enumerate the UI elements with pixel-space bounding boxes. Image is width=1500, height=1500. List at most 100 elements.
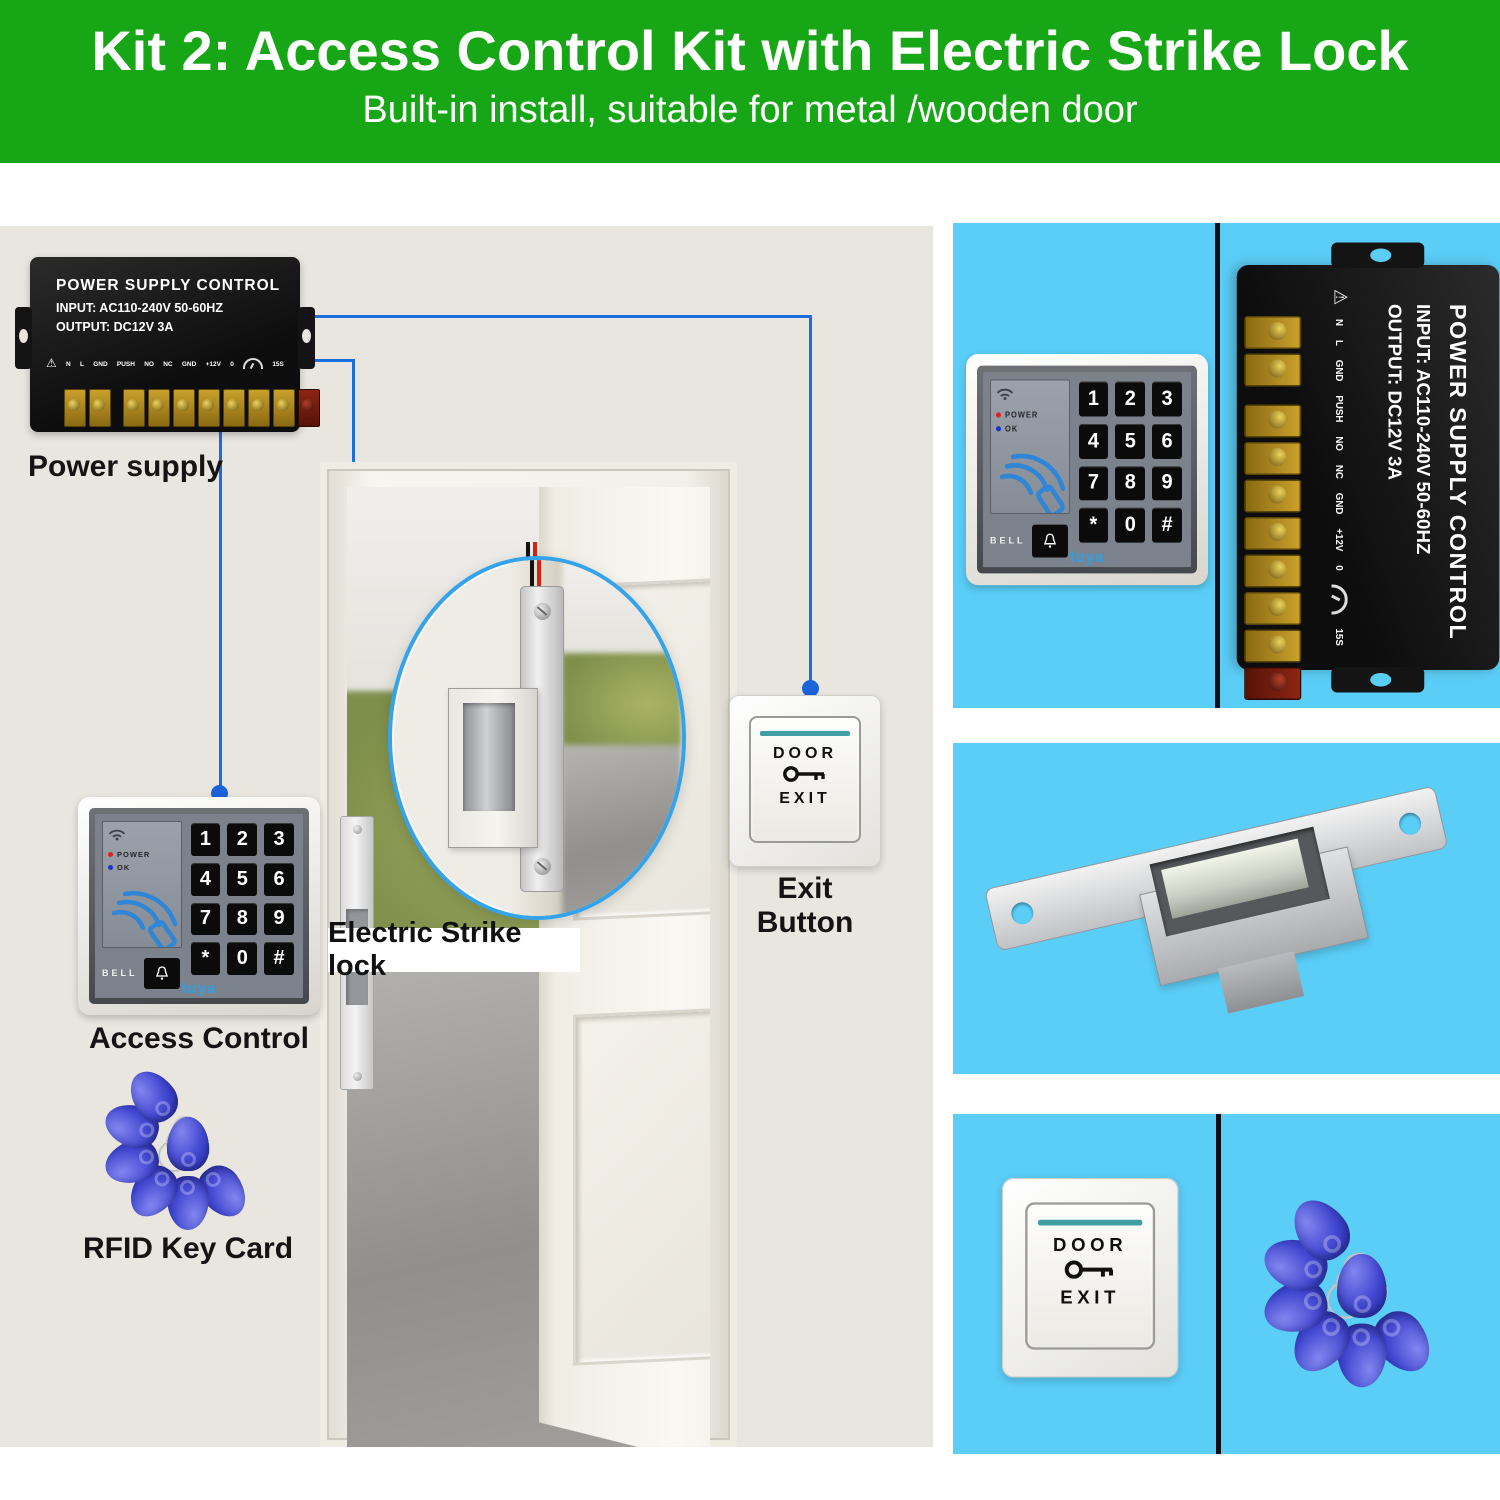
key-star[interactable]: * — [190, 942, 221, 975]
bell-key — [1031, 524, 1068, 557]
bell-key[interactable] — [143, 957, 180, 989]
mounting-hole — [1009, 900, 1036, 927]
exit-button-photo: DOOR EXIT — [1002, 1178, 1179, 1378]
key-hash[interactable]: # — [264, 942, 294, 975]
terminal-label: 0 — [1332, 565, 1344, 571]
psu-title: POWER SUPPLY CONTROL — [1443, 304, 1470, 641]
exit-button-label: Exit Button — [756, 872, 854, 939]
terminal-label: N — [66, 361, 71, 368]
key-6[interactable]: 6 — [264, 862, 294, 896]
bell-label: BELL — [990, 535, 1026, 546]
key-icon — [783, 765, 825, 782]
screw-terminal — [198, 389, 220, 427]
door-text: DOOR — [773, 744, 837, 762]
key-hash: # — [1152, 507, 1182, 543]
screw-terminal — [1244, 479, 1302, 513]
psu-input-spec: INPUT: AC110-240V 50-60HZ — [1412, 304, 1434, 555]
terminal-label: 0 — [230, 361, 234, 368]
key-9[interactable]: 9 — [264, 902, 294, 936]
screw-terminal — [1244, 404, 1302, 438]
tuya-logo: tuya — [181, 980, 217, 997]
door-text: DOOR — [1053, 1235, 1128, 1256]
numeric-keypad: 1 2 3 4 5 6 7 8 9 * 0 # — [1077, 379, 1184, 559]
wifi-icon — [108, 829, 126, 841]
screw-terminal — [1244, 592, 1302, 625]
screw-terminal — [148, 389, 170, 427]
numeric-keypad: 1 2 3 4 5 6 7 8 9 * 0 # — [189, 821, 296, 991]
terminal-label: 15S — [1332, 628, 1344, 646]
kit-title: Kit 2: Access Control Kit with Electric … — [91, 19, 1409, 82]
wire-psu-to-lock-horizontal — [303, 359, 355, 362]
key-8[interactable]: 8 — [227, 902, 258, 936]
section-divider — [1215, 223, 1220, 708]
power-led-label: POWER — [117, 850, 151, 859]
screw-icon — [352, 825, 362, 834]
key-8: 8 — [1115, 465, 1146, 501]
red-led-icon — [996, 412, 1001, 418]
key-3: 3 — [1152, 381, 1182, 417]
key-9: 9 — [1152, 465, 1182, 501]
key-2[interactable]: 2 — [227, 823, 258, 856]
keypad-bezel: POWER OK BELL — [89, 808, 309, 1004]
terminal-label: PUSH — [116, 361, 135, 368]
key-7[interactable]: 7 — [190, 902, 221, 936]
psu-title: POWER SUPPLY CONTROL — [56, 277, 281, 294]
key-0[interactable]: 0 — [227, 942, 258, 975]
screw-icon — [533, 603, 551, 620]
terminal-label: N — [1332, 319, 1344, 327]
key-7: 7 — [1078, 465, 1109, 501]
key-5[interactable]: 5 — [227, 862, 258, 896]
mounting-hole — [1396, 810, 1424, 837]
timer-dial-icon — [1331, 584, 1348, 615]
access-control-label: Access Control — [88, 1022, 310, 1055]
screw-terminal — [273, 389, 295, 427]
rfid-label: RFID Key Card — [82, 1232, 294, 1265]
key-3[interactable]: 3 — [264, 823, 294, 856]
rfid-waves-icon — [111, 891, 178, 947]
red-wire — [533, 542, 537, 558]
screw-icon — [533, 858, 551, 875]
terminal-strip — [1244, 316, 1302, 700]
card-reader-area: POWER OK — [102, 821, 182, 948]
kit-subtitle: Built-in install, suitable for metal /wo… — [362, 89, 1138, 131]
access-control-keypad-diagram: POWER OK BELL — [78, 797, 320, 1015]
key-4[interactable]: 4 — [190, 862, 221, 896]
exit-button-face[interactable]: DOOR EXIT — [748, 715, 862, 843]
psu-input-spec: INPUT: AC110-240V 50-60HZ — [56, 301, 223, 315]
strike-lock-label: Electric Strike lock — [328, 917, 522, 982]
rfid-fob — [167, 1117, 209, 1171]
terminal-label: +12V — [205, 361, 221, 368]
strike-lock-caption: Electric Strike lock — [328, 917, 580, 982]
terminal-label: GND — [1332, 359, 1344, 382]
bell-icon — [155, 966, 168, 980]
terminal-label: NC — [1332, 464, 1344, 479]
terminal-label: GND — [93, 361, 108, 368]
screw-terminal — [1244, 554, 1302, 588]
key-5: 5 — [1115, 423, 1146, 459]
strike-body — [448, 688, 538, 848]
terminal-strip — [64, 389, 320, 427]
teal-stripe — [759, 730, 851, 736]
ok-led-label: OK — [117, 863, 131, 872]
power-supply-photo: POWER SUPPLY CONTROL INPUT: AC110-240V 5… — [1236, 242, 1500, 700]
rfid-fobs-diagram — [99, 1056, 276, 1232]
screw-terminal — [1244, 353, 1302, 387]
rfid-waves-icon — [999, 453, 1066, 513]
card-reader-area: POWER OK — [990, 379, 1070, 515]
blue-led-icon — [996, 426, 1001, 432]
magnified-scene — [562, 560, 682, 916]
mounting-ear — [1331, 667, 1425, 693]
power-supply-label: Power supply — [28, 450, 224, 483]
red-led-icon — [108, 852, 113, 857]
screw-terminal — [1244, 629, 1302, 663]
key-2: 2 — [1115, 381, 1146, 417]
fuse-terminal — [298, 389, 320, 427]
screw-terminal — [1244, 442, 1302, 475]
strike-keeper — [463, 703, 515, 811]
tuya-logo: tuya — [1069, 547, 1105, 566]
blue-led-icon — [108, 865, 113, 870]
strike-cavity — [1149, 826, 1330, 937]
screw-terminal — [248, 389, 270, 427]
section-divider — [1216, 1114, 1221, 1454]
key-1[interactable]: 1 — [190, 823, 221, 856]
